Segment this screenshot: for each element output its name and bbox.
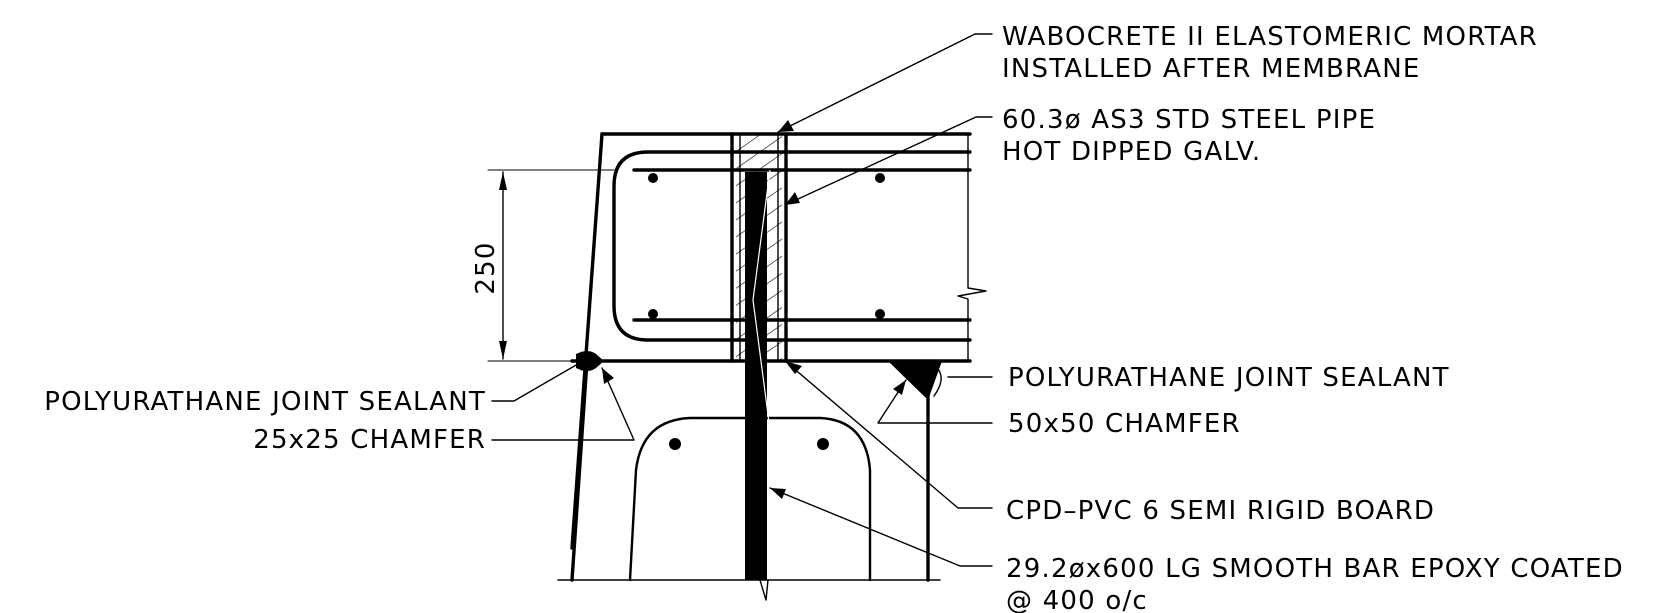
label-board: CPD–PVC 6 SEMI RIGID BOARD: [1006, 496, 1435, 526]
label-mortar-line2: INSTALLED AFTER MEMBRANE: [1002, 54, 1420, 84]
rebar-dot: [669, 438, 681, 450]
label-chamfer-right: 50x50 CHAMFER: [1008, 409, 1241, 439]
dimension-250: 250: [471, 169, 615, 362]
rebar-dot: [875, 309, 885, 319]
rebar-dot: [648, 309, 658, 319]
label-bar-line1: 29.2øx600 LG SMOOTH BAR EPOXY COATED: [1006, 554, 1624, 584]
rebar-dot: [817, 438, 829, 450]
dimension-value: 250: [471, 241, 501, 294]
label-pipe-line2: HOT DIPPED GALV.: [1002, 137, 1261, 167]
dowel-bar: [745, 169, 771, 601]
callout-labels: WABOCRETE II ELASTOMERIC MORTAR INSTALLE…: [44, 22, 1624, 613]
label-sealant-left: POLYURATHANE JOINT SEALANT: [44, 387, 486, 417]
rebar-dot: [648, 173, 658, 183]
upper-reinforcement: [612, 150, 972, 342]
label-pipe-line1: 60.3ø AS3 STD STEEL PIPE: [1002, 105, 1376, 135]
label-bar-line2: @ 400 o/c: [1006, 586, 1148, 613]
label-sealant-right: POLYURATHANE JOINT SEALANT: [1008, 363, 1450, 393]
label-mortar-line1: WABOCRETE II ELASTOMERIC MORTAR: [1002, 22, 1538, 52]
leader-lines: [491, 33, 993, 567]
label-chamfer-left: 25x25 CHAMFER: [253, 425, 486, 455]
rebar-dot: [875, 173, 885, 183]
